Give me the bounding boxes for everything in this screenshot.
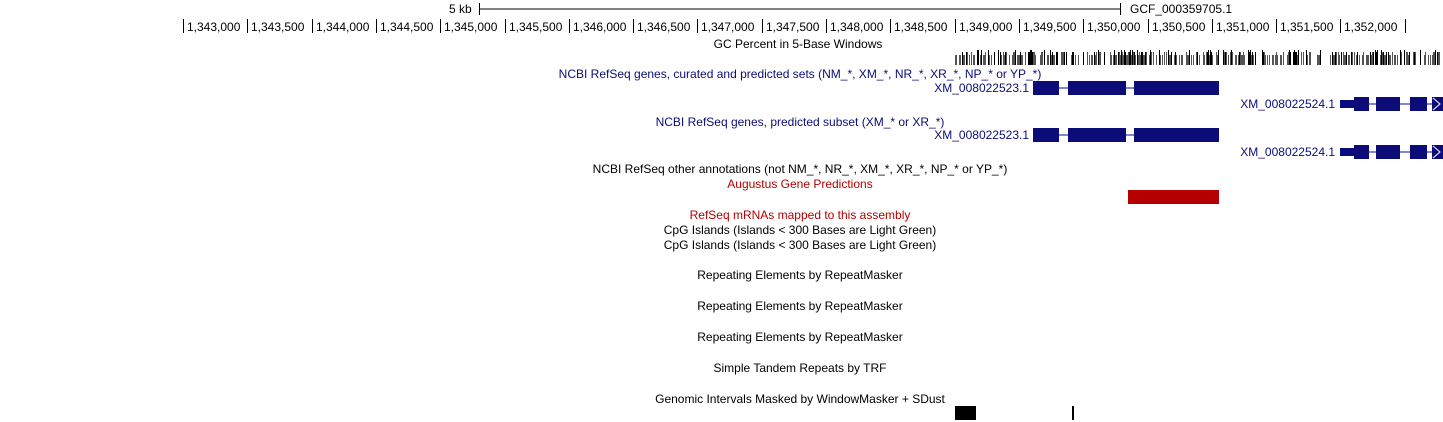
ruler-tick [1083, 19, 1084, 33]
ruler-coordinate-label: 1,350,000 [1087, 20, 1141, 34]
ruler-coordinate-label: 1,351,500 [1280, 20, 1334, 34]
ruler-coordinate-label: 1,344,500 [380, 20, 434, 34]
gene-model-xm-008022523-b[interactable] [1033, 128, 1219, 142]
ruler-tick [183, 19, 184, 33]
track-label-refseq-all[interactable]: NCBI RefSeq genes, curated and predicted… [558, 67, 1042, 81]
track-label-refseq-other[interactable]: NCBI RefSeq other annotations (not NM_*,… [592, 162, 1008, 176]
ruler-tick [633, 19, 634, 33]
ruler-coordinate-label: 1,348,000 [830, 20, 884, 34]
ruler-tick [569, 19, 570, 33]
windowmasker-interval[interactable] [955, 406, 976, 420]
gene-label-xm-008022524-b[interactable]: XM_008022524.1 [1240, 145, 1335, 159]
track-label-repeatmasker-3[interactable]: Repeating Elements by RepeatMasker [697, 330, 903, 344]
track-label-repeatmasker-1[interactable]: Repeating Elements by RepeatMasker [697, 268, 903, 282]
ruler-coordinate-label: 1,352,000 [1344, 20, 1398, 34]
ruler-coordinate-label: 1,351,000 [1216, 20, 1270, 34]
track-label-cpg-islands-2[interactable]: CpG Islands (Islands < 300 Bases are Lig… [663, 238, 937, 252]
track-label-refseq-mrna[interactable]: RefSeq mRNAs mapped to this assembly [689, 208, 911, 222]
ruler-tick [1405, 19, 1406, 33]
gene-model-xm-008022523-a[interactable] [1033, 81, 1219, 95]
ruler-tick [890, 19, 891, 33]
ruler-tick [697, 19, 698, 33]
gene-model-xm-008022524-a[interactable] [1340, 97, 1443, 111]
ruler-tick [1148, 19, 1149, 33]
track-label-repeatmasker-2[interactable]: Repeating Elements by RepeatMasker [697, 299, 903, 313]
ruler-tick [955, 19, 956, 33]
track-label-refseq-predicted[interactable]: NCBI RefSeq genes, predicted subset (XM_… [655, 115, 945, 129]
track-label-windowmasker[interactable]: Genomic Intervals Masked by WindowMasker… [655, 392, 945, 406]
track-label-simple-repeats[interactable]: Simple Tandem Repeats by TRF [713, 361, 887, 375]
assembly-label: GCF_000359705.1 [1130, 2, 1233, 16]
ruler-coordinate-label: 1,343,500 [251, 20, 305, 34]
ruler-coordinate-label: 1,346,500 [637, 20, 691, 34]
ruler-tick [762, 19, 763, 33]
ruler-coordinate-label: 1,349,000 [959, 20, 1013, 34]
ruler-tick [247, 19, 248, 33]
ruler-coordinate-label: 1,348,500 [894, 20, 948, 34]
ruler-coordinate-label: 1,350,500 [1152, 20, 1206, 34]
gene-label-xm-008022523-a[interactable]: XM_008022523.1 [934, 81, 1029, 95]
ruler-tick [440, 19, 441, 33]
ruler-coordinate-label: 1,345,000 [444, 20, 498, 34]
track-label-gc-percent[interactable]: GC Percent in 5-Base Windows [713, 37, 883, 51]
ruler-coordinate-label: 1,345,500 [509, 20, 563, 34]
ruler-coordinate-label: 1,347,000 [701, 20, 755, 34]
gene-model-xm-008022524-b[interactable] [1340, 145, 1443, 159]
gene-label-xm-008022523-b[interactable]: XM_008022523.1 [934, 128, 1029, 142]
ruler-tick [376, 19, 377, 33]
ruler-coordinate-label: 1,349,500 [1023, 20, 1077, 34]
ruler-tick [312, 19, 313, 33]
ruler-tick [1212, 19, 1213, 33]
windowmasker-interval[interactable] [1072, 406, 1074, 420]
ruler-coordinate-label: 1,343,000 [187, 20, 241, 34]
track-label-augustus[interactable]: Augustus Gene Predictions [727, 177, 873, 191]
ruler-tick [826, 19, 827, 33]
ruler-tick [1019, 19, 1020, 33]
ruler-coordinate-label: 1,344,000 [316, 20, 370, 34]
ruler-coordinate-label: 1,347,500 [766, 20, 820, 34]
track-label-cpg-islands-1[interactable]: CpG Islands (Islands < 300 Bases are Lig… [663, 223, 937, 237]
ruler-tick [1276, 19, 1277, 33]
ruler-graphic [479, 3, 1121, 15]
gc-percent-wiggle[interactable] [0, 0, 1443, 70]
gene-label-xm-008022524-a[interactable]: XM_008022524.1 [1240, 97, 1335, 111]
ruler-tick [505, 19, 506, 33]
ruler-tick [1340, 19, 1341, 33]
ruler-coordinate-label: 1,346,000 [573, 20, 627, 34]
scale-label: 5 kb [449, 2, 472, 16]
augustus-prediction-block[interactable] [1128, 190, 1219, 204]
